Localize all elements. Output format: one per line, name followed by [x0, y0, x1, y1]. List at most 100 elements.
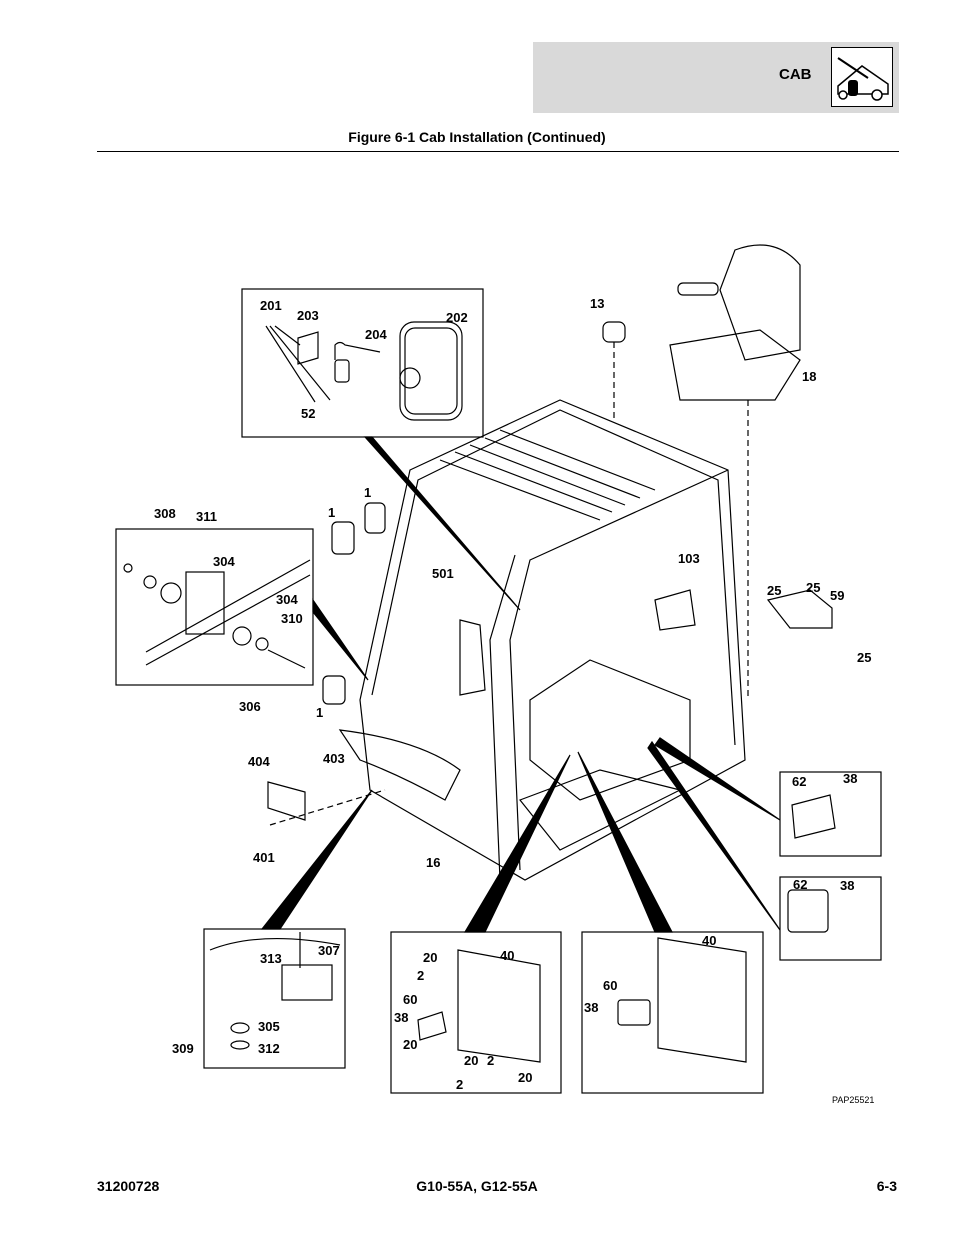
- callout: 308: [154, 506, 176, 521]
- callout: 204: [365, 327, 387, 342]
- detail-box-plate-40b: [581, 931, 764, 1094]
- plate-404: [267, 781, 306, 821]
- callout: 20: [518, 1070, 532, 1085]
- switch-panel-62: [787, 889, 829, 933]
- callout: 2: [456, 1077, 463, 1092]
- seat-cushion: [669, 329, 801, 401]
- callout: 306: [239, 699, 261, 714]
- leader-wedge-isolator: [260, 789, 373, 930]
- reservoir-103: [654, 589, 696, 631]
- callout: 1: [316, 705, 323, 720]
- callout: 62: [792, 774, 806, 789]
- floor-mat: [519, 769, 682, 851]
- drawing-id: PAP25521: [832, 1095, 874, 1105]
- bushing-304-lower: [232, 626, 252, 646]
- callout-labels: 201 203 204 202 52 13 18 308 311 304 304…: [154, 296, 871, 1092]
- section-title: CAB: [779, 66, 812, 83]
- callout: 13: [590, 296, 604, 311]
- bushing-304-upper: [160, 582, 182, 604]
- callout: 403: [323, 751, 345, 766]
- telehandler-icon: [831, 47, 893, 107]
- callout: 1: [328, 505, 335, 520]
- callout: 312: [258, 1041, 280, 1056]
- plate-40-b: [657, 937, 747, 1063]
- leader-wedge-decal: [654, 737, 781, 821]
- cab-outline: [359, 399, 746, 881]
- callout: 40: [702, 933, 716, 948]
- title-rule: [97, 151, 899, 152]
- leader-wedge-mirror: [363, 436, 521, 611]
- detail-box-switch-62: [779, 876, 882, 961]
- isolator-bracket: [281, 964, 333, 1001]
- callout: 59: [830, 588, 844, 603]
- cab-floor-box: [529, 659, 691, 801]
- callout: 40: [500, 948, 514, 963]
- detail-box-mount: [115, 528, 314, 686]
- callout: 38: [584, 1000, 598, 1015]
- joystick-501: [459, 619, 486, 696]
- figure-title: Figure 6-1 Cab Installation (Continued): [348, 129, 606, 145]
- callout: 18: [802, 369, 816, 384]
- armrest: [677, 282, 719, 296]
- callout: 38: [843, 771, 857, 786]
- leader-wedge-plate-a: [463, 754, 571, 933]
- footer-page-number: 6-3: [876, 1178, 897, 1194]
- callout: 60: [603, 978, 617, 993]
- knob-13: [602, 321, 626, 343]
- footer-doc-number: 31200728: [97, 1178, 160, 1194]
- callout: 38: [394, 1010, 408, 1025]
- callout: 16: [426, 855, 440, 870]
- callout: 401: [253, 850, 275, 865]
- detail-box-decal-62: [779, 771, 882, 857]
- module-60-a: [417, 1011, 447, 1041]
- mirror-arm: [334, 341, 381, 360]
- callout: 201: [260, 298, 282, 313]
- leader-wedge-plate-b: [577, 751, 673, 933]
- callout: 404: [248, 754, 270, 769]
- callout: 501: [432, 566, 454, 581]
- callout: 52: [301, 406, 315, 421]
- mirror-bracket: [334, 359, 350, 383]
- callout: 1: [364, 485, 371, 500]
- cover-59: [766, 589, 833, 629]
- detail-box-plate-40a: [390, 931, 562, 1094]
- isolator-305: [230, 1022, 250, 1034]
- callout: 25: [857, 650, 871, 665]
- callout: 203: [297, 308, 319, 323]
- decal-62: [791, 794, 836, 839]
- callout: 20: [464, 1053, 478, 1068]
- callout: 304: [213, 554, 235, 569]
- callout: 20: [423, 950, 437, 965]
- callout: 305: [258, 1019, 280, 1034]
- grommet-1-right: [364, 502, 386, 534]
- washer-310: [255, 637, 269, 651]
- grommet-1-left: [331, 521, 355, 555]
- grommet-1-lower: [322, 675, 346, 705]
- callout: 38: [840, 878, 854, 893]
- mirror-knob: [399, 367, 421, 389]
- mirror-glass: [404, 327, 458, 415]
- callout: 20: [403, 1037, 417, 1052]
- door-403: [338, 729, 461, 801]
- callout: 310: [281, 611, 303, 626]
- callout: 311: [196, 509, 217, 524]
- callout: 202: [446, 310, 468, 325]
- leader-wedge-mount: [312, 598, 369, 681]
- callout: 313: [260, 951, 282, 966]
- module-60-b: [617, 999, 651, 1026]
- callout: 2: [417, 968, 424, 983]
- callout: 309: [172, 1041, 194, 1056]
- leader-wedge-switch: [647, 740, 781, 931]
- mirror-plate: [297, 331, 319, 365]
- detail-box-mirror: [241, 288, 484, 438]
- callout: 25: [806, 580, 820, 595]
- footer-model: G10-55A, G12-55A: [416, 1178, 538, 1194]
- callout: 2: [487, 1053, 494, 1068]
- cab-roll-bar: [371, 409, 736, 746]
- plate-40-a: [457, 949, 541, 1063]
- callout: 307: [318, 943, 340, 958]
- callout: 25: [767, 583, 781, 598]
- mirror-part: [399, 321, 463, 421]
- callout: 60: [403, 992, 417, 1007]
